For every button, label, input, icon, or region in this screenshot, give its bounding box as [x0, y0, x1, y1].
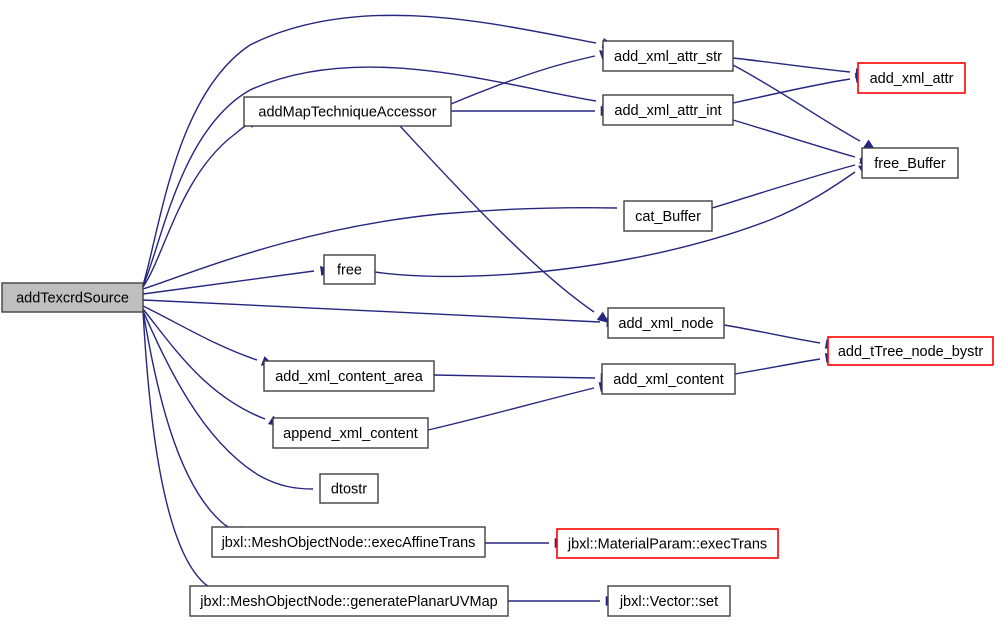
edge-addMapTechniqueAccessor-to-add_xml_node — [399, 125, 595, 313]
node-box-add_xml_node[interactable] — [607, 307, 725, 339]
node-add_tTree_node_bystr[interactable]: add_tTree_node_bystr — [827, 336, 994, 366]
node-addMapTechniqueAccessor[interactable]: addMapTechniqueAccessor — [243, 96, 452, 127]
node-free_Buffer[interactable]: free_Buffer — [861, 147, 959, 179]
node-label-add_xml_node: add_xml_node — [618, 316, 713, 332]
node-label-add_xml_content_area: add_xml_content_area — [275, 369, 423, 385]
edge-addTexcrdSource-to-free — [142, 270, 315, 295]
node-add_xml_content_area[interactable]: add_xml_content_area — [263, 360, 435, 392]
node-box-add_xml_attr_int[interactable] — [602, 94, 734, 126]
node-execAffineTrans[interactable]: jbxl::MeshObjectNode::execAffineTrans — [211, 526, 486, 558]
node-free[interactable]: free — [323, 254, 376, 285]
node-box-free[interactable] — [323, 254, 376, 285]
node-addTexcrdSource[interactable]: addTexcrdSource — [1, 282, 144, 313]
edge-addTexcrdSource-to-add_xml_attr_str — [142, 14, 597, 286]
edge-addTexcrdSource-to-append_xml_content — [142, 308, 266, 420]
node-generatePlanarUVMap[interactable]: jbxl::MeshObjectNode::generatePlanarUVMa… — [189, 585, 509, 617]
node-box-generatePlanarUVMap[interactable] — [189, 585, 509, 617]
node-dtostr[interactable]: dtostr — [319, 473, 379, 504]
node-box-addMapTechniqueAccessor[interactable] — [243, 96, 452, 127]
node-cat_Buffer[interactable]: cat_Buffer — [623, 200, 713, 232]
node-box-addTexcrdSource[interactable] — [1, 282, 144, 313]
edge-addTexcrdSource-to-execAffineTrans — [142, 310, 234, 530]
edge-cat_Buffer-to-free_Buffer — [711, 164, 856, 209]
edge-addTexcrdSource-to-add_xml_content_area — [142, 305, 258, 361]
node-label-addTexcrdSource: addTexcrdSource — [16, 290, 129, 306]
node-box-add_xml_attr_str[interactable] — [602, 40, 734, 72]
node-add_xml_attr[interactable]: add_xml_attr — [857, 62, 966, 94]
edge-addMapTechniqueAccessor-to-add_xml_attr_str — [450, 55, 596, 105]
node-box-append_xml_content[interactable] — [272, 417, 429, 449]
node-add_xml_attr_int[interactable]: add_xml_attr_int — [602, 94, 734, 126]
edge-addTexcrdSource-to-dtostr — [142, 310, 314, 490]
edge-add_xml_content_area-to-add_xml_content — [433, 374, 596, 379]
node-box-vector_set[interactable] — [607, 585, 731, 617]
node-box-dtostr[interactable] — [319, 473, 379, 504]
edge-add_xml_attr_int-to-add_xml_attr — [732, 78, 851, 104]
node-box-add_tTree_node_bystr[interactable] — [827, 336, 994, 366]
edge-free-to-free_Buffer — [374, 171, 856, 278]
node-label-vector_set: jbxl::Vector::set — [619, 594, 718, 610]
edge-addTexcrdSource-to-cat_Buffer — [142, 206, 618, 290]
node-label-dtostr: dtostr — [331, 481, 367, 497]
node-label-add_xml_content: add_xml_content — [613, 372, 723, 388]
node-label-append_xml_content: append_xml_content — [283, 426, 418, 442]
node-label-cat_Buffer: cat_Buffer — [635, 209, 701, 225]
node-box-add_xml_content_area[interactable] — [263, 360, 435, 392]
edge-add_xml_node-to-add_tTree_node_bystr — [723, 324, 821, 344]
edge-add_xml_content-to-add_tTree_node_bystr — [734, 358, 821, 375]
node-label-execTrans: jbxl::MaterialParam::execTrans — [567, 536, 767, 552]
edge-add_xml_attr_str-to-add_xml_attr — [732, 57, 851, 73]
node-execTrans[interactable]: jbxl::MaterialParam::execTrans — [556, 528, 779, 559]
node-label-free_Buffer: free_Buffer — [874, 156, 946, 172]
node-label-execAffineTrans: jbxl::MeshObjectNode::execAffineTrans — [221, 535, 476, 551]
node-add_xml_node[interactable]: add_xml_node — [607, 307, 725, 339]
node-add_xml_content[interactable]: add_xml_content — [601, 363, 736, 395]
node-label-add_xml_attr_int: add_xml_attr_int — [614, 103, 721, 119]
arrowhead-icon — [596, 311, 610, 324]
edge-add_xml_attr_int-to-free_Buffer — [732, 119, 856, 158]
node-box-execTrans[interactable] — [556, 528, 779, 559]
node-box-free_Buffer[interactable] — [861, 147, 959, 179]
edge-add_xml_attr_str-to-free_Buffer — [732, 64, 861, 142]
edges-layer — [142, 14, 861, 602]
node-label-generatePlanarUVMap: jbxl::MeshObjectNode::generatePlanarUVMa… — [199, 594, 497, 610]
node-box-add_xml_content[interactable] — [601, 363, 736, 395]
node-box-add_xml_attr[interactable] — [857, 62, 966, 94]
node-box-execAffineTrans[interactable] — [211, 526, 486, 558]
nodes-layer: addTexcrdSource addMapTechniqueAccessor fr… — [1, 40, 994, 617]
edge-append_xml_content-to-add_xml_content — [427, 387, 595, 431]
node-label-free: free — [337, 262, 362, 278]
node-label-addMapTechniqueAccessor: addMapTechniqueAccessor — [258, 104, 436, 120]
node-label-add_tTree_node_bystr: add_tTree_node_bystr — [838, 344, 984, 360]
edge-addTexcrdSource-to-add_xml_node — [142, 299, 601, 323]
node-label-add_xml_attr_str: add_xml_attr_str — [614, 49, 722, 65]
node-append_xml_content[interactable]: append_xml_content — [272, 417, 429, 449]
node-add_xml_attr_str[interactable]: add_xml_attr_str — [602, 40, 734, 72]
node-vector_set[interactable]: jbxl::Vector::set — [607, 585, 731, 617]
node-label-add_xml_attr: add_xml_attr — [870, 71, 954, 87]
edge-addTexcrdSource-to-addMapTechniqueAccessor — [142, 124, 248, 288]
node-box-cat_Buffer[interactable] — [623, 200, 713, 232]
